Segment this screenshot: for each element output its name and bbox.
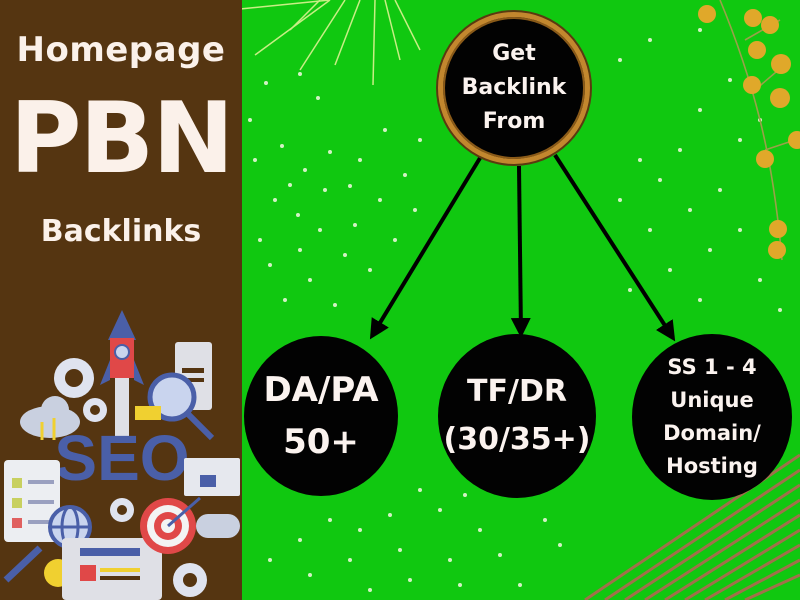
node-tf-dr: TF/DR (30/35+) <box>438 334 596 498</box>
root-line-3: From <box>482 109 546 134</box>
seo-illustration: SEO <box>3 310 240 600</box>
node-unique-domain-hosting: SS 1 - 4 Unique Domain/ Hosting <box>632 334 792 500</box>
node-ss-line-2: Unique <box>670 388 754 412</box>
rocket-icon <box>100 310 144 436</box>
node-da-pa-line-1: DA/PA <box>263 370 379 410</box>
root-line-2: Backlink <box>461 75 567 100</box>
node-tf-dr-line-2: (30/35+) <box>443 422 591 457</box>
globe-icon <box>48 505 92 549</box>
title-homepage: Homepage <box>16 30 226 70</box>
cloud-upload-icon <box>20 396 80 440</box>
node-ss-line-1: SS 1 - 4 <box>667 355 757 379</box>
node-da-pa-line-2: 50+ <box>283 422 359 462</box>
root-node-get-backlink-from: Get Backlink From <box>438 12 590 164</box>
node-ss-line-4: Hosting <box>666 454 758 478</box>
node-tf-dr-line-1: TF/DR <box>467 374 567 409</box>
left-title-panel: Homepage PBN Backlinks <box>0 0 242 600</box>
title-backlinks: Backlinks <box>40 214 202 249</box>
title-pbn: PBN <box>9 82 235 196</box>
node-ss-line-3: Domain/ <box>663 421 761 445</box>
target-icon <box>140 496 201 554</box>
chat-bubble-icon <box>196 514 240 538</box>
root-line-1: Get <box>492 41 536 66</box>
wrench-icon <box>3 545 43 583</box>
gear-icon <box>54 358 207 597</box>
checklist-icon <box>4 460 60 542</box>
node-da-pa: DA/PA 50+ <box>244 336 398 496</box>
seo-label: SEO <box>54 422 189 494</box>
laptop-icon <box>62 538 162 600</box>
